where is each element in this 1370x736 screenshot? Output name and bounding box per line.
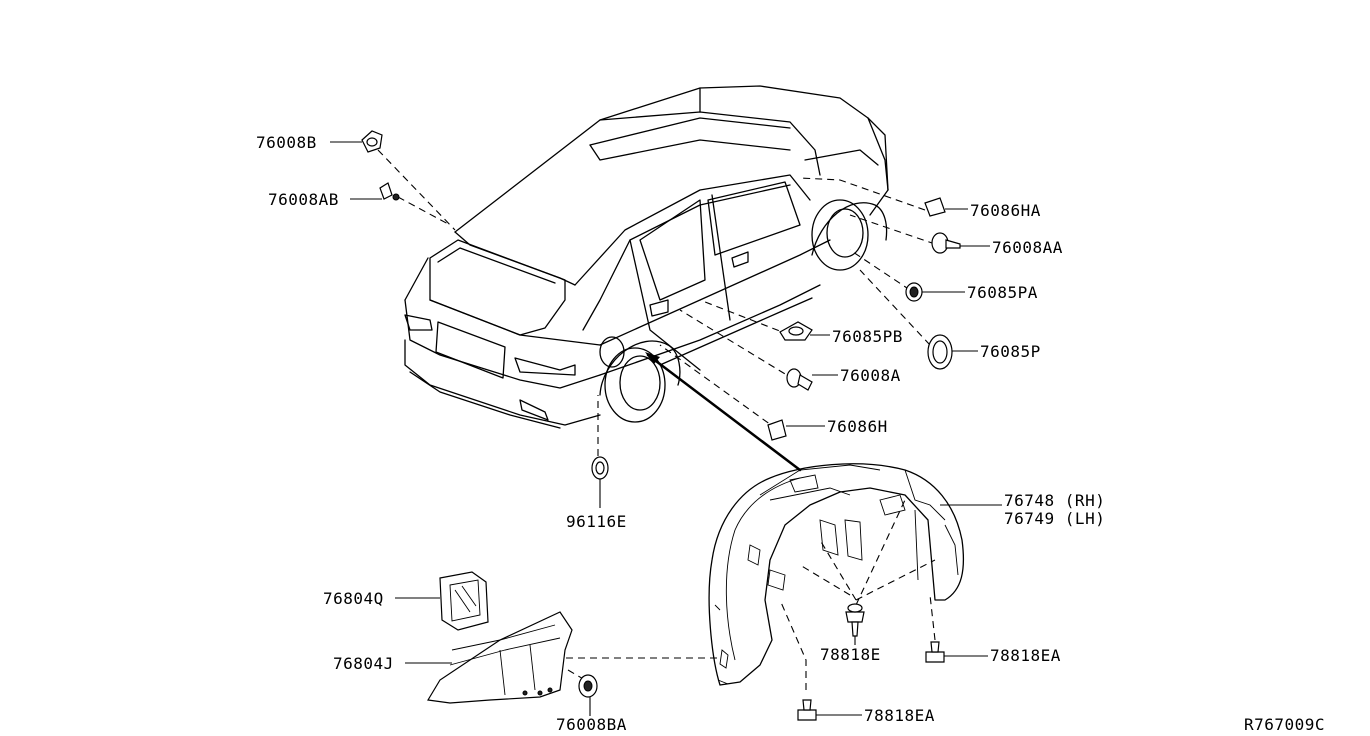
label-76085PA: 76085PA [967,283,1038,302]
part-76008AA-clip [931,232,961,254]
label-76085P: 76085P [980,342,1041,361]
part-76085P-seal [927,334,953,370]
part-78818EA-clip-bottom [797,699,817,721]
diagram-code: R767009C [1244,715,1325,734]
label-78818EA-bottom: 78818EA [864,706,935,725]
part-76804J-protector [427,611,573,704]
label-76086HA: 76086HA [970,201,1041,220]
label-76748-rh: 76748 (RH) [1004,491,1105,510]
part-76085PA-seal [905,282,923,302]
liner-arrow [645,352,802,472]
part-78818EA-clip-right [925,641,945,663]
part-76086H-pad [767,419,787,441]
part-76086HA-pad [924,197,946,217]
part-76008A-clip [786,368,813,391]
label-76085PB: 76085PB [832,327,903,346]
label-76086H: 76086H [827,417,888,436]
part-76804Q-pad [439,571,489,631]
label-76804Q: 76804Q [323,589,384,608]
part-76085PB-grommet [779,321,813,341]
label-78818E: 78818E [820,645,881,664]
part-78818E-clip [845,603,865,637]
label-76804J: 76804J [333,654,394,673]
label-76008AA: 76008AA [992,238,1063,257]
label-76749-lh: 76749 (LH) [1004,509,1105,528]
label-76008BA: 76008BA [556,715,627,734]
fender-liner [708,463,965,686]
label-76008B: 76008B [256,133,317,152]
vehicle-illustration [404,85,889,429]
part-76008BA-clip [578,674,598,698]
assembly-dashed-lines [377,149,936,690]
label-76008AB: 76008AB [268,190,339,209]
part-76008AB-screw [379,182,400,201]
label-leaders [330,141,1002,716]
label-96116E: 96116E [566,512,627,531]
part-labels: 76008B 76008AB 76086HA 76008AA 76085PA 7… [256,133,1325,734]
part-96116E-grommet [591,456,609,480]
label-78818EA-right: 78818EA [990,646,1061,665]
part-76008B-clip [361,130,383,153]
label-76008A: 76008A [840,366,901,385]
